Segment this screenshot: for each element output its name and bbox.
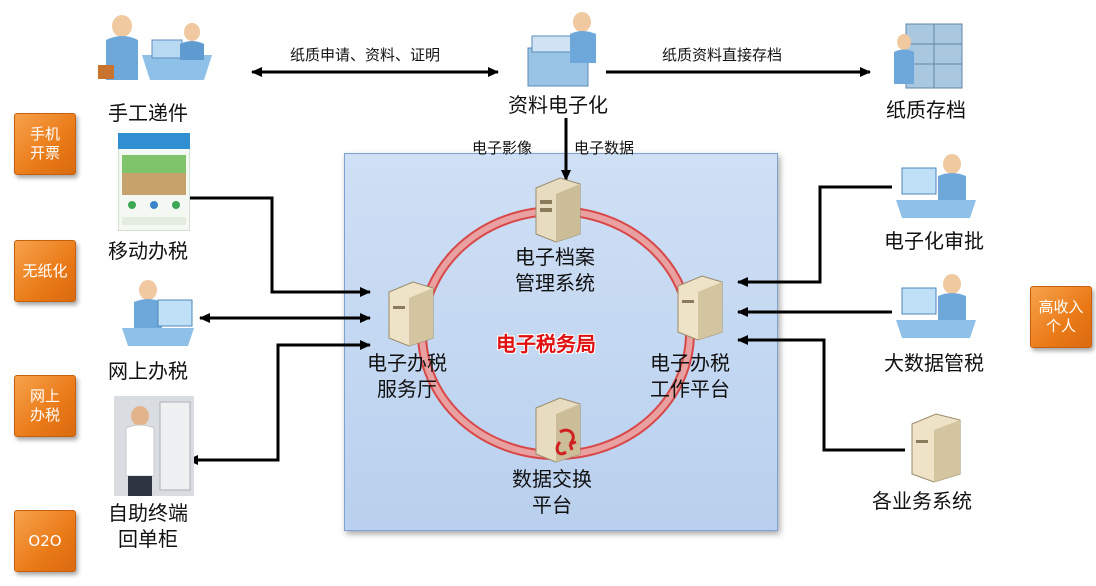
business-label: 各业务系统 (872, 489, 972, 513)
high-income-box: 高收入 个人 (1030, 286, 1092, 348)
bigdata-label: 大数据管税 (884, 351, 984, 375)
arrow-kiosk (187, 340, 371, 465)
work-platform-server-icon (677, 275, 723, 341)
kiosk-label-1: 自助终端 (108, 501, 188, 525)
bigdata-icon (896, 274, 976, 338)
paper-archive-label: 纸质存档 (886, 98, 966, 122)
arrow-right-label: 纸质资料直接存档 (662, 46, 783, 64)
service-hall-server-icon (388, 281, 434, 347)
phone-invoice-box: 手机 开票 (14, 113, 76, 175)
online-label: 网上办税 (108, 359, 188, 383)
exchange-label-1: 数据交换 (512, 467, 592, 491)
business-systems-server-icon (911, 413, 961, 483)
approval-icon (896, 154, 976, 218)
online-tax-box: 网上 办税 (14, 375, 76, 437)
exchange-server-icon (535, 397, 581, 463)
archive-label-1: 电子档案 (515, 245, 595, 269)
mobile-app-screenshot (118, 133, 190, 231)
data-label: 电子数据 (574, 139, 635, 157)
arrow-mobile (177, 193, 371, 297)
mobile-label: 移动办税 (108, 239, 188, 263)
paperless-box: 无纸化 (14, 240, 76, 302)
o2o-box: O2O (14, 510, 76, 572)
kiosk-photo (114, 396, 194, 496)
archive-label-2: 管理系统 (515, 271, 595, 295)
service-label-1: 电子办税 (367, 351, 447, 375)
image-label: 电子影像 (472, 139, 533, 157)
paper-archive-icon (894, 23, 963, 89)
digitize-icon (527, 12, 596, 87)
arrow-approval (737, 185, 892, 287)
archive-server-icon (535, 177, 581, 243)
center-title: 电子税务局 (496, 332, 596, 356)
work-label-1: 电子办税 (650, 351, 730, 375)
arrow-business (737, 335, 905, 452)
manual-submission-icon (98, 15, 212, 80)
digitize-label: 资料电子化 (508, 93, 608, 117)
service-label-2: 服务厅 (377, 377, 437, 401)
arrow-left-label: 纸质申请、资料、证明 (290, 46, 441, 64)
manual-label: 手工递件 (108, 101, 188, 125)
exchange-label-2: 平台 (532, 493, 572, 517)
approval-label: 电子化审批 (884, 229, 984, 253)
kiosk-label-2: 回单柜 (118, 527, 178, 551)
work-label-2: 工作平台 (650, 377, 730, 401)
online-tax-icon (122, 280, 194, 346)
